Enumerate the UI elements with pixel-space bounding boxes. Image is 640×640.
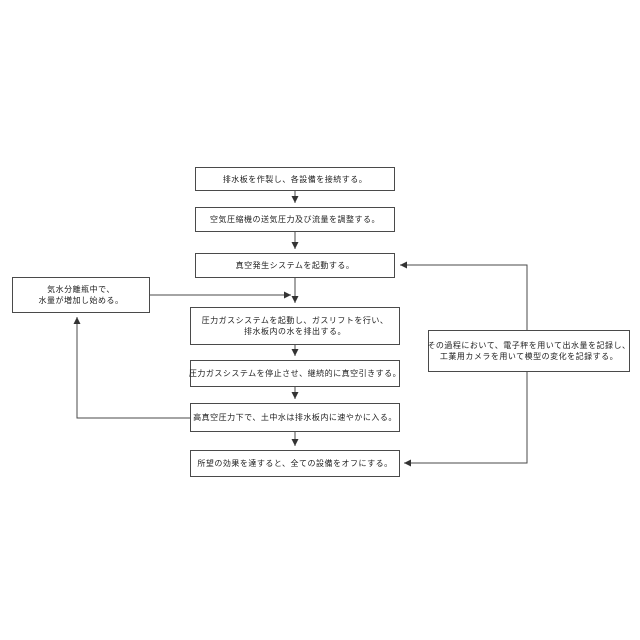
flow-step-3: 真空発生システムを起動する。 bbox=[195, 253, 395, 278]
flow-side-right-label-line1: その過程において、電子秤を用いて出水量を記録し、 bbox=[427, 341, 631, 350]
flow-step-3-label: 真空発生システムを起動する。 bbox=[235, 261, 355, 270]
flow-side-right-label-line2: 工業用カメラを用いて模型の変化を記録する。 bbox=[439, 352, 619, 361]
flow-step-1-label: 排水板を作製し、各設備を接続する。 bbox=[222, 174, 368, 184]
flow-step-6-label: 高真空圧力下で、土中水は排水板内に速やかに入る。 bbox=[193, 413, 397, 422]
arrow-sideright-step7 bbox=[404, 372, 528, 467]
flow-side-left-label-line1: 気水分離瓶中で、 bbox=[47, 285, 115, 294]
flow-side-right: その過程において、電子秤を用いて出水量を記録し、 工業用カメラを用いて模型の変化… bbox=[427, 330, 631, 372]
flow-step-5-label: 圧力ガスシステムを停止させ、継続的に真空引きする。 bbox=[188, 369, 402, 378]
flow-step-4: 圧力ガスシステムを起動し、ガスリフトを行い、 排水板内の水を排出する。 bbox=[190, 307, 400, 345]
flow-step-4-label-line2: 排水板内の水を排出する。 bbox=[244, 327, 346, 336]
flow-step-2: 空気圧縮機の送気圧力及び流量を調整する。 bbox=[195, 207, 395, 232]
arrow-sideright-step3 bbox=[400, 261, 528, 330]
flow-step-2-label: 空気圧縮機の送気圧力及び流量を調整する。 bbox=[210, 215, 380, 224]
flow-step-1: 排水板を作製し、各設備を接続する。 bbox=[195, 167, 395, 191]
flow-side-left: 気水分離瓶中で、 水量が増加し始める。 bbox=[12, 277, 150, 313]
flow-step-5: 圧力ガスシステムを停止させ、継続的に真空引きする。 bbox=[188, 360, 402, 387]
flow-step-7: 所望の効果を達すると、全ての設備をオフにする。 bbox=[190, 450, 400, 477]
flow-step-4-label-line1: 圧力ガスシステムを起動し、ガスリフトを行い、 bbox=[201, 316, 389, 325]
arrow-step6-sideleft bbox=[73, 317, 190, 419]
flow-side-left-label-line2: 水量が増加し始める。 bbox=[38, 296, 124, 305]
flow-step-7-label: 所望の効果を達すると、全ての設備をオフにする。 bbox=[197, 459, 393, 468]
flow-step-6: 高真空圧力下で、土中水は排水板内に速やかに入る。 bbox=[190, 403, 400, 432]
